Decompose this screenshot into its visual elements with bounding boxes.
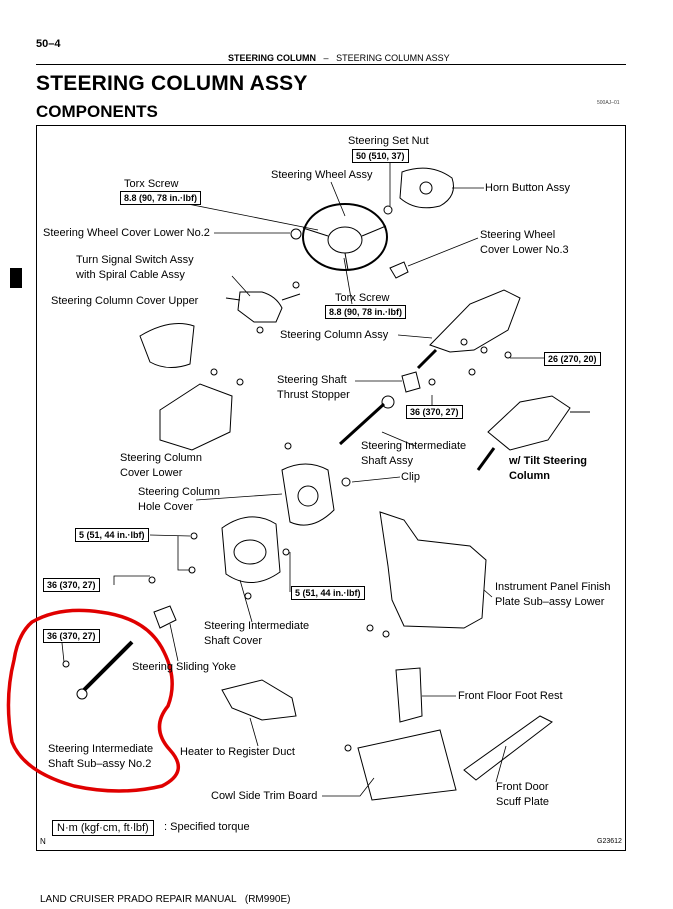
label-steering-wheel-cover-lower-no2: Steering Wheel Cover Lower No.2	[43, 227, 210, 239]
turn-signal-switch-drawing	[237, 291, 283, 323]
front-door-scuff-plate-drawing	[463, 715, 553, 781]
label-heater-to-register-duct: Heater to Register Duct	[180, 746, 295, 758]
label-column-cover-lower-line2: Cover Lower	[120, 467, 183, 479]
torque-torx-mid: 8.8 (90, 78 in.·lbf)	[325, 305, 407, 319]
footer-manual-code: (RM990E)	[244, 894, 291, 905]
label-instrument-panel-line1: Instrument Panel Finish	[495, 581, 611, 593]
tilt-steering-column-drawing	[487, 395, 571, 451]
footer-manual-name: LAND CRUISER PRADO REPAIR MANUAL	[40, 894, 237, 905]
label-steering-wheel-assy: Steering Wheel Assy	[271, 169, 373, 181]
column-cover-upper-drawing	[139, 323, 195, 368]
footer: LAND CRUISER PRADO REPAIR MANUAL (RM990E…	[40, 894, 290, 905]
torque-intermediate-no2: 36 (370, 27)	[43, 629, 100, 643]
label-shaft-cover-line2: Shaft Cover	[204, 635, 263, 647]
label-intermediate-no2-line2: Shaft Sub–assy No.2	[48, 758, 152, 770]
instrument-panel-finish-plate-drawing	[379, 511, 487, 629]
subsection-name: STEERING COLUMN ASSY	[336, 53, 450, 63]
torque-set-nut: 50 (510, 37)	[352, 149, 409, 163]
label-steering-column-assy: Steering Column Assy	[280, 329, 389, 341]
steering-wheel-drawing	[302, 203, 388, 271]
label-turn-signal-line2: with Spiral Cable Assy	[76, 269, 185, 281]
torque-yoke: 36 (370, 27)	[43, 578, 100, 592]
torque-column-assy: 26 (270, 20)	[544, 352, 601, 366]
thumb-tab-marker	[10, 268, 22, 288]
label-horn-button-assy: Horn Button Assy	[485, 182, 570, 194]
page-title: STEERING COLUMN ASSY	[36, 72, 308, 95]
intermediate-shaft-drawing	[338, 402, 386, 446]
torque-legend-text: : Specified torque	[164, 821, 250, 833]
label-hole-cover-line2: Hole Cover	[138, 501, 194, 513]
torque-hole-cover: 5 (51, 44 in.·lbf)	[75, 528, 149, 542]
torque-legend-box: N·m (kgf·cm, ft·lbf)	[52, 820, 154, 836]
column-cover-lower-drawing	[159, 383, 233, 451]
label-steering-wheel-cover-no3-line2: Cover Lower No.3	[480, 244, 569, 256]
label-column-cover-lower-line1: Steering Column	[120, 452, 202, 464]
section-name: STEERING COLUMN	[228, 53, 317, 63]
label-steering-shaft-line2: Thrust Stopper	[277, 389, 350, 401]
label-w-tilt-line2: Column	[509, 470, 550, 482]
figure-code-bottom: G23612	[597, 838, 622, 845]
section-header: STEERING COLUMN – STEERING COLUMN ASSY	[228, 53, 450, 63]
heater-register-duct-drawing	[221, 679, 297, 721]
torque-torx-top: 8.8 (90, 78 in.·lbf)	[120, 191, 202, 205]
label-turn-signal-line1: Turn Signal Switch Assy	[76, 254, 194, 266]
label-instrument-panel-line2: Plate Sub–assy Lower	[495, 596, 605, 608]
label-front-floor-foot-rest: Front Floor Foot Rest	[458, 690, 563, 702]
label-front-door-line2: Scuff Plate	[496, 796, 549, 808]
section-separator: –	[323, 53, 329, 63]
page-subtitle: COMPONENTS	[36, 102, 158, 121]
page-number: 50–4	[36, 38, 61, 50]
cowl-side-trim-board-drawing	[357, 729, 457, 801]
label-intermediate-shaft-line1: Steering Intermediate	[361, 440, 467, 452]
torque-thrust-stopper: 36 (370, 27)	[406, 405, 463, 419]
label-clip: Clip	[401, 471, 420, 483]
label-intermediate-shaft-line2: Shaft Assy	[361, 455, 413, 467]
shaft-cover-drawing	[221, 516, 281, 583]
header-rule	[36, 64, 626, 65]
red-highlight-circle	[6, 608, 180, 793]
steering-column-drawing	[429, 289, 521, 353]
label-torx-screw-mid: Torx Screw	[335, 292, 390, 304]
label-hole-cover-line1: Steering Column	[138, 486, 220, 498]
label-torx-screw-top: Torx Screw	[124, 178, 179, 190]
north-mark: N	[40, 837, 46, 846]
hole-cover-drawing	[281, 463, 335, 526]
label-steering-sliding-yoke: Steering Sliding Yoke	[132, 661, 236, 673]
label-shaft-cover-line1: Steering Intermediate	[204, 620, 310, 632]
label-steering-column-cover-upper: Steering Column Cover Upper	[51, 295, 199, 307]
label-steering-shaft-line1: Steering Shaft	[277, 374, 347, 386]
label-front-door-line1: Front Door	[496, 781, 549, 793]
horn-button-drawing	[399, 167, 454, 209]
label-steering-set-nut: Steering Set Nut	[348, 135, 429, 147]
intermediate-shaft-no2-drawing	[82, 640, 134, 692]
sliding-yoke-drawing	[153, 605, 177, 629]
label-intermediate-no2-line1: Steering Intermediate	[48, 743, 154, 755]
torque-shaft-cover: 5 (51, 44 in.·lbf)	[291, 586, 365, 600]
label-cowl-side-trim-board: Cowl Side Trim Board	[211, 790, 318, 802]
component-diagram-frame	[36, 125, 626, 851]
front-floor-foot-rest-drawing	[395, 667, 423, 723]
label-w-tilt-line1: w/ Tilt Steering	[509, 455, 588, 467]
figure-code-top: 500AJ–01	[597, 100, 620, 106]
label-steering-wheel-cover-no3-line1: Steering Wheel	[480, 229, 556, 241]
